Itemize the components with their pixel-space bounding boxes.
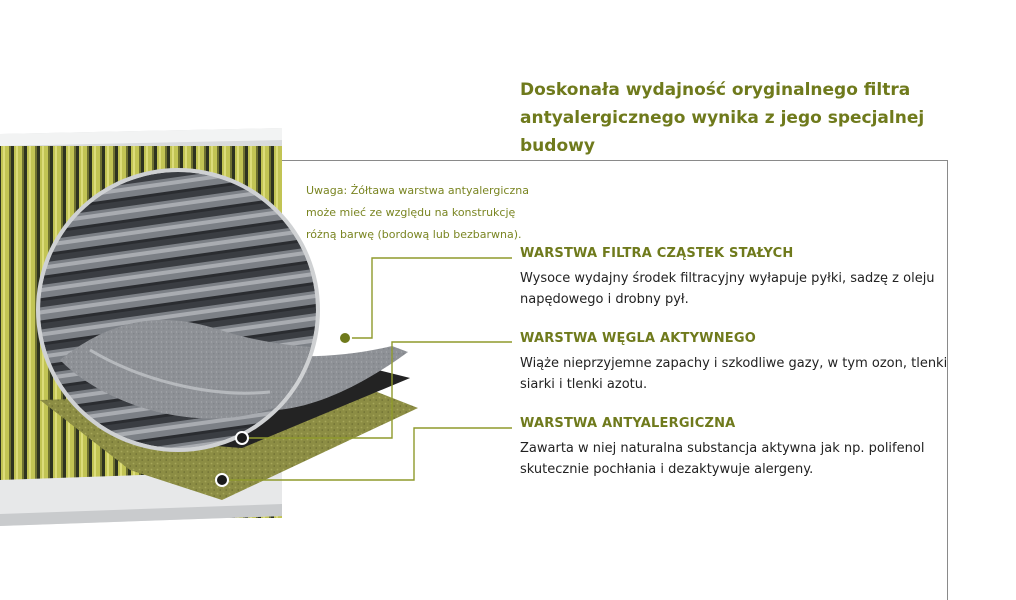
content-frame xyxy=(282,160,948,600)
antiallergen-layer-marker xyxy=(215,473,229,487)
layer-particle-filter: WARSTWA FILTRA CZĄSTEK STAŁYCH Wysoce wy… xyxy=(520,244,950,310)
layer-title: WARSTWA FILTRA CZĄSTEK STAŁYCH xyxy=(520,246,794,261)
layer-activated-carbon: WARSTWA WĘGLA AKTYWNEGO Wiąże nieprzyjem… xyxy=(520,329,950,395)
magnified-cutaway xyxy=(36,168,320,452)
layer-description: Zawarta w niej naturalna substancja akty… xyxy=(520,441,925,477)
carbon-layer-marker xyxy=(235,431,249,445)
layer-description: Wysoce wydajny środek filtracyjny wyłapu… xyxy=(520,271,935,307)
leader-lines xyxy=(222,257,512,481)
color-note: Uwaga: Żółtawa warstwa antyalergiczna mo… xyxy=(306,184,529,241)
layer-antiallergen: WARSTWA ANTYALERGICZNA Zawarta w niej na… xyxy=(520,414,950,480)
layer-description: Wiąże nieprzyjemne zapachy i szkodliwe g… xyxy=(520,356,948,392)
page-heading: Doskonała wydajność oryginalnego filtra … xyxy=(520,80,925,156)
layer-title: WARSTWA ANTYALERGICZNA xyxy=(520,416,736,431)
particle-layer-marker xyxy=(338,331,352,345)
filter-layers-illustration xyxy=(0,128,512,526)
layer-title: WARSTWA WĘGLA AKTYWNEGO xyxy=(520,331,756,346)
